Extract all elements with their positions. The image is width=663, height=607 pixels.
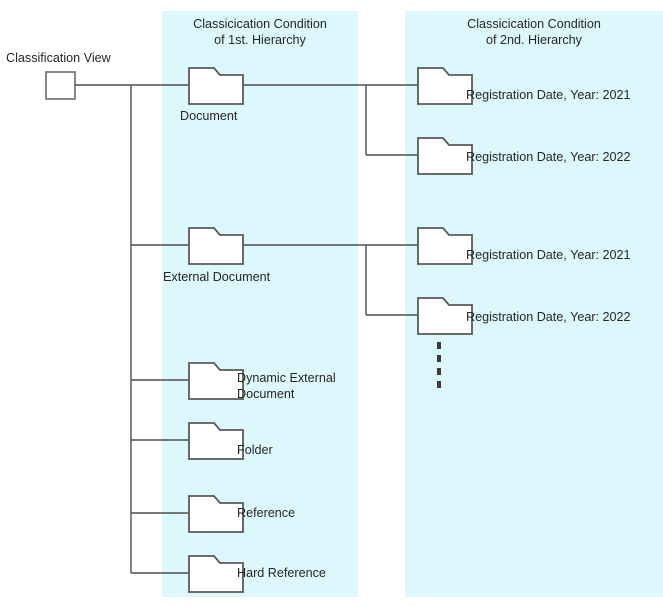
root-node-label: Classification View (6, 51, 111, 65)
node-label-hard-reference: Hard Reference (237, 566, 326, 580)
folder-icon-reference[interactable] (188, 495, 244, 533)
folder-icon-ext-year-2022[interactable] (417, 297, 473, 335)
folder-icon-dynamic-external-document[interactable] (188, 362, 244, 400)
node-label-reference: Reference (237, 506, 296, 520)
node-label-document: Document (180, 109, 238, 123)
folder-icon-document[interactable] (188, 67, 244, 105)
folder-icon-doc-year-2021[interactable] (417, 67, 473, 105)
root-node-square[interactable] (45, 71, 76, 100)
node-label-ext-year-2022: Registration Date, Year: 2022 (466, 310, 631, 324)
folder-icon-hard-reference[interactable] (188, 555, 244, 593)
band-hierarchy-1-title: Classicication Condition of 1st. Hierarc… (193, 17, 327, 47)
node-label-ext-year-2021: Registration Date, Year: 2021 (466, 248, 631, 262)
node-label-dynamic-external-document: Dynamic External Document (237, 371, 336, 401)
node-label-external-document: External Document (163, 270, 271, 284)
folder-icon-ext-year-2021[interactable] (417, 227, 473, 265)
band-hierarchy-2-title: Classicication Condition of 2nd. Hierarc… (467, 17, 601, 47)
folder-icon-folder[interactable] (188, 422, 244, 460)
node-label-doc-year-2022: Registration Date, Year: 2022 (466, 150, 631, 164)
ellipsis-vertical-dots (437, 342, 441, 388)
folder-icon-external-document[interactable] (188, 227, 244, 265)
folder-icon-doc-year-2022[interactable] (417, 137, 473, 175)
node-label-folder: Folder (237, 443, 273, 457)
node-label-doc-year-2021: Registration Date, Year: 2021 (466, 88, 631, 102)
